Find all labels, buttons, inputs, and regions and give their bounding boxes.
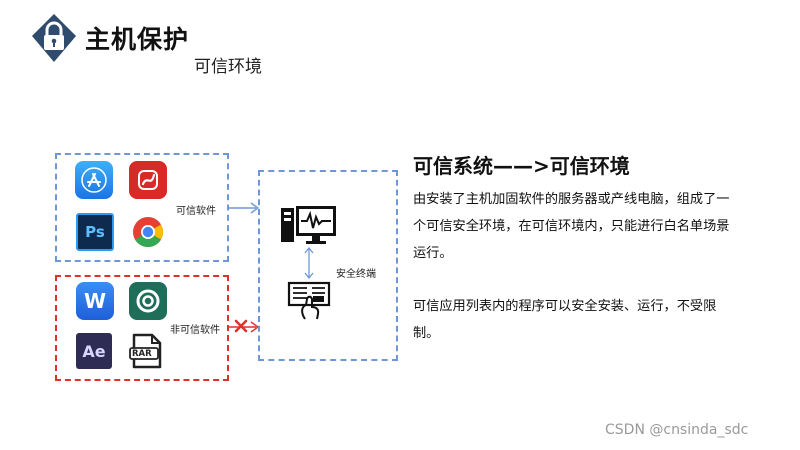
secure-terminal-label: 安全终端 (336, 269, 376, 280)
trusted-software-label: 可信软件 (176, 206, 216, 217)
photoshop-icon: Ps (76, 213, 114, 251)
wps-presentation-icon (129, 161, 167, 199)
page-title: 主机保护 (85, 25, 190, 54)
double-arrow-icon (304, 246, 314, 280)
secure-reader-icon (287, 281, 331, 320)
trusted-arrow (228, 202, 260, 214)
rar-icon: RAR (126, 331, 166, 371)
untrusted-software-label: 非可信软件 (170, 325, 220, 336)
watermark: CSDN @cnsinda_sdc (605, 422, 749, 438)
360-icon (129, 282, 167, 320)
app-store-icon (75, 161, 113, 199)
page-subtitle: 可信环境 (194, 57, 262, 77)
after-effects-icon: Ae (76, 333, 112, 369)
chrome-icon (129, 213, 167, 251)
info-heading: 可信系统——>可信环境 (413, 154, 630, 178)
info-paragraph-2: 可信应用列表内的程序可以安全安装、运行，不受限制。 (413, 299, 717, 341)
monitor-icon (281, 206, 336, 244)
wps-icon: W (76, 282, 114, 320)
secure-terminal-box (258, 170, 398, 361)
untrusted-software-box (55, 275, 229, 381)
lock-badge-icon (32, 14, 76, 62)
blocked-x-icon (234, 319, 248, 333)
info-paragraph-1: 由安装了主机加固软件的服务器或产线电脑，组成了一个可信安全环境，在可信环境内，只… (413, 192, 730, 261)
